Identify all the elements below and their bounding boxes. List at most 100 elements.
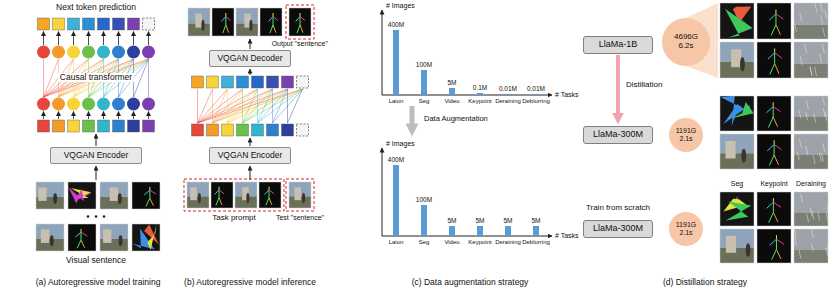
image-border [68, 182, 96, 209]
token-square [192, 124, 204, 136]
thumbnail [235, 182, 257, 208]
value-label: 0.1M [473, 84, 487, 91]
tick-label: Laion [389, 98, 404, 105]
token-circle [127, 98, 140, 111]
attention-line [258, 89, 288, 123]
thumbnail [794, 3, 828, 39]
thumbnail [132, 224, 160, 251]
image-region [757, 3, 791, 39]
image-region [260, 8, 282, 36]
image-border [720, 3, 754, 39]
bar [393, 165, 399, 236]
axis-label: # Images [386, 140, 415, 148]
image-border [187, 182, 209, 208]
rain-streak [800, 56, 802, 65]
arrow [250, 138, 251, 146]
column-label: Keypoint [760, 180, 787, 188]
arrow [88, 32, 89, 46]
arrow [250, 39, 251, 49]
thumbnail [260, 8, 282, 36]
image-region [195, 14, 202, 28]
annotation: Train from scratch [586, 204, 650, 213]
image-border [68, 224, 96, 251]
rain-streak [815, 67, 817, 76]
image-region [794, 64, 828, 78]
rain-streak [806, 146, 808, 155]
attention-line [197, 89, 198, 123]
image-border [757, 96, 791, 131]
skeleton-limb [146, 198, 150, 206]
thumbnail [212, 8, 234, 36]
thumbnail [720, 229, 754, 263]
node-text: VQGAN Encoder [218, 151, 283, 160]
image-region [794, 3, 828, 25]
panel-caption: (a) Autoregressive model training [36, 278, 161, 287]
node-text: VQGAN Encoder [64, 151, 129, 160]
image-border [36, 182, 64, 209]
figure [746, 243, 751, 257]
skeleton-limb [774, 155, 778, 165]
skeleton-limb [767, 202, 774, 208]
image-region [211, 182, 233, 208]
token-circle [52, 98, 65, 111]
thumbnail [794, 96, 828, 131]
skeleton-limb [273, 16, 278, 20]
arrow [73, 32, 74, 46]
panel-heading: Causal transformer [58, 73, 134, 82]
image-region [110, 187, 118, 201]
cost-circle: 1191G2.1s [669, 118, 703, 152]
skeleton-limb [773, 102, 774, 106]
image-region [289, 8, 311, 36]
image-region [132, 182, 160, 209]
image-region [41, 229, 49, 243]
skeleton-limb [768, 117, 773, 128]
skeleton-limb [144, 190, 150, 195]
token-square [267, 124, 279, 136]
attention-line [198, 89, 273, 123]
rain-streak [811, 243, 813, 252]
thumbnail [36, 224, 64, 251]
value-label: 5M [447, 79, 456, 86]
figure [53, 193, 57, 204]
image-border [259, 182, 281, 208]
image-region [794, 25, 828, 39]
tick-label: Video [444, 98, 459, 105]
skeleton-limb [769, 155, 774, 166]
panel-caption: (d) Distillation strategy [663, 278, 747, 287]
bar [505, 226, 511, 236]
skeleton-limb [225, 16, 226, 24]
skeleton-limb [226, 16, 231, 20]
value-label: 5M [531, 217, 540, 224]
rain-streak [815, 3, 817, 12]
bar [393, 30, 399, 95]
skeleton-limb [266, 198, 269, 206]
model-box: LlaMa-1B [583, 36, 653, 54]
attention-line [213, 89, 288, 123]
figure [201, 20, 204, 31]
skeleton-limb [297, 25, 300, 33]
skeleton-limb [81, 232, 87, 236]
image-region [794, 42, 828, 64]
image-border [720, 96, 754, 131]
skeleton-limb [219, 187, 220, 190]
attention-line [288, 89, 303, 123]
rain-streak [795, 237, 797, 246]
rain-streak [810, 66, 812, 75]
ellipsis-dot [95, 215, 98, 218]
image-region [212, 8, 234, 36]
segment-region [725, 9, 753, 38]
rain-streak [823, 28, 825, 37]
token-circle [82, 98, 95, 111]
figure [246, 193, 249, 203]
ellipsis-dot [103, 215, 106, 218]
token-circle [82, 46, 95, 59]
skeleton-limb [776, 25, 780, 35]
image-region [103, 229, 111, 243]
skeleton-limb [769, 14, 776, 20]
attention-line [227, 89, 228, 123]
attention-line [258, 89, 303, 123]
value-label: 5M [503, 217, 512, 224]
thumbnail [720, 42, 754, 78]
thumbnail [720, 192, 754, 226]
thumbnail [211, 182, 233, 208]
